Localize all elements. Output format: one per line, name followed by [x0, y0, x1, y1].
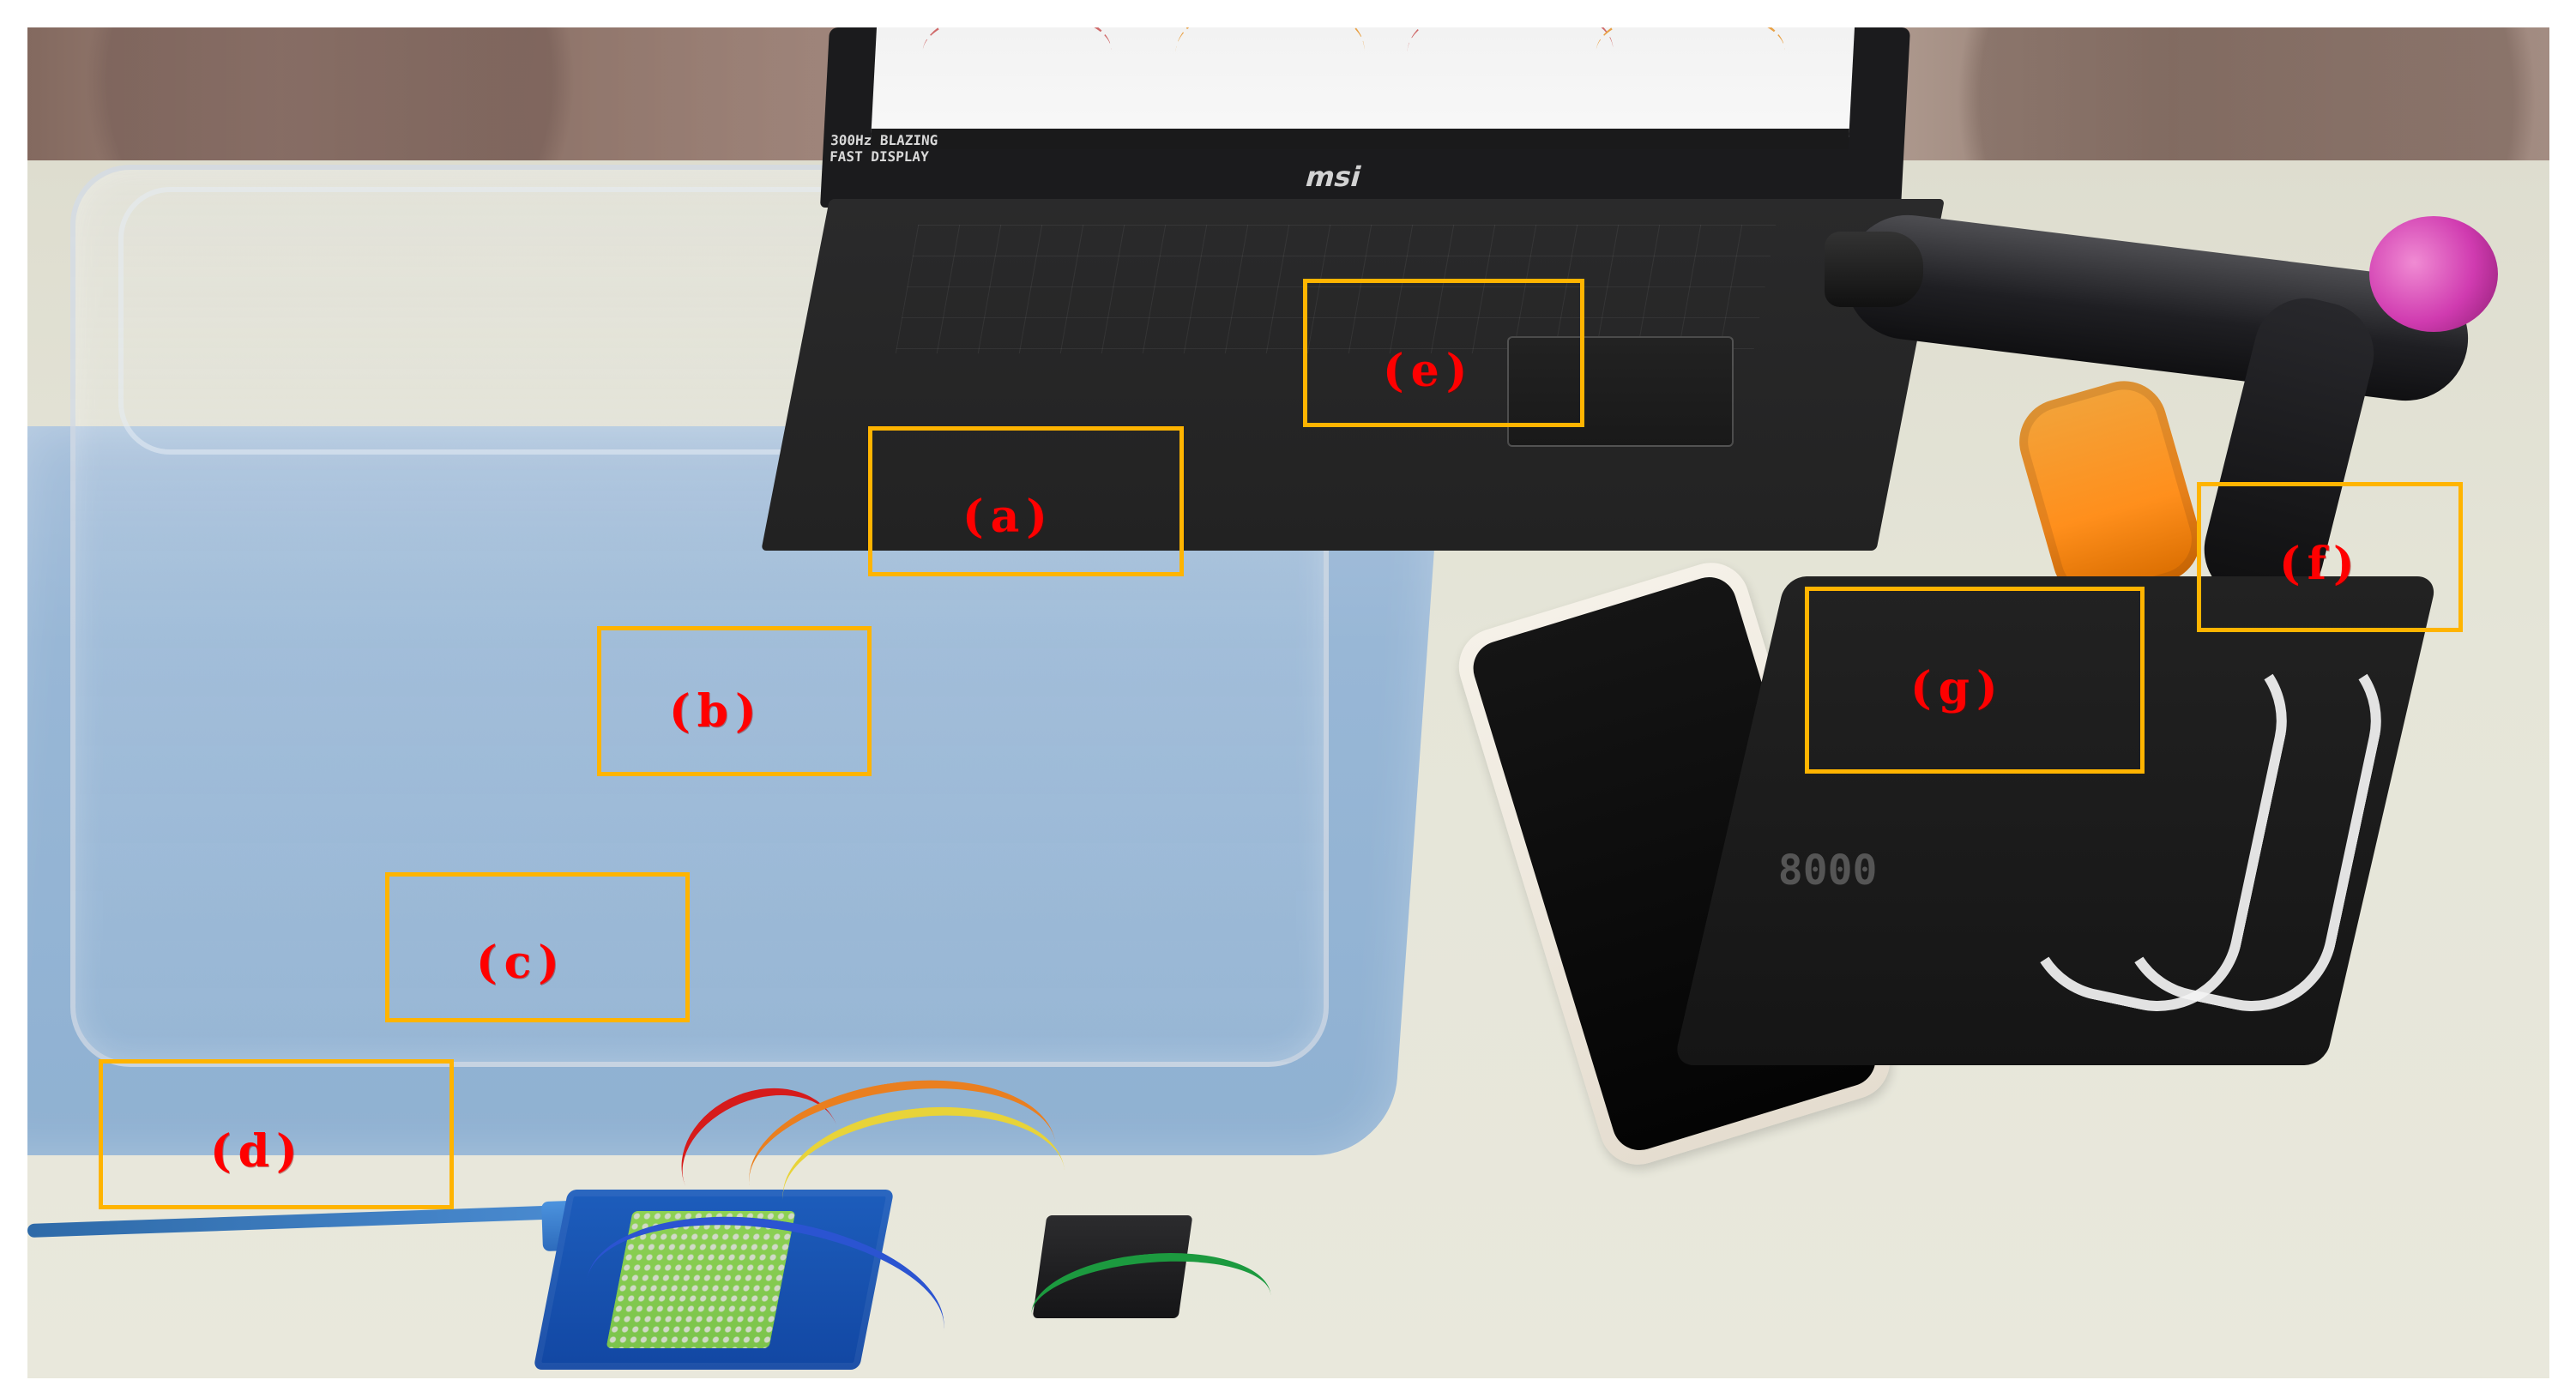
hair-dryer-back: [2369, 216, 2498, 332]
label-c: (c): [476, 937, 566, 989]
laptop-logo: msi: [1301, 160, 1366, 193]
laptop: 300Hz BLAZING FAST DISPLAY msi: [761, 27, 1945, 551]
laptop-display-content: [871, 27, 1855, 137]
annotation-box-d: [99, 1059, 454, 1209]
graph-curve: [920, 27, 1114, 97]
laptop-screen: 300Hz BLAZING FAST DISPLAY msi: [819, 27, 1910, 208]
laptop-display-badge: 300Hz BLAZING FAST DISPLAY: [830, 132, 976, 165]
label-g: (g): [1910, 662, 2005, 714]
refresh-rate-text: 300Hz: [830, 132, 872, 148]
experimental-setup-photo: 300Hz BLAZING FAST DISPLAY msi 8000: [27, 27, 2549, 1378]
annotation-box-e: [1303, 279, 1584, 427]
annotation-box-b: [597, 626, 872, 776]
hair-dryer: [1825, 199, 2498, 617]
hair-dryer-nozzle: [1825, 232, 1923, 307]
graph-curve: [1404, 27, 1616, 105]
annotation-box-a: [868, 426, 1184, 576]
label-e: (e): [1383, 345, 1475, 397]
label-d: (d): [210, 1125, 305, 1178]
label-a: (a): [962, 491, 1054, 543]
laptop-taskbar: [870, 129, 1849, 149]
label-f: (f): [2279, 538, 2362, 590]
annotation-box-f: [2197, 482, 2463, 632]
annotation-box-g: [1805, 587, 2145, 774]
graph-curve: [1173, 27, 1367, 105]
label-b: (b): [669, 685, 763, 738]
power-bank-capacity: 8000: [1777, 847, 1878, 895]
graph-curve: [1593, 27, 1788, 97]
touchpad: [1507, 336, 1734, 447]
hair-dryer-barrel: [1838, 208, 2476, 408]
annotation-box-c: [385, 872, 690, 1022]
